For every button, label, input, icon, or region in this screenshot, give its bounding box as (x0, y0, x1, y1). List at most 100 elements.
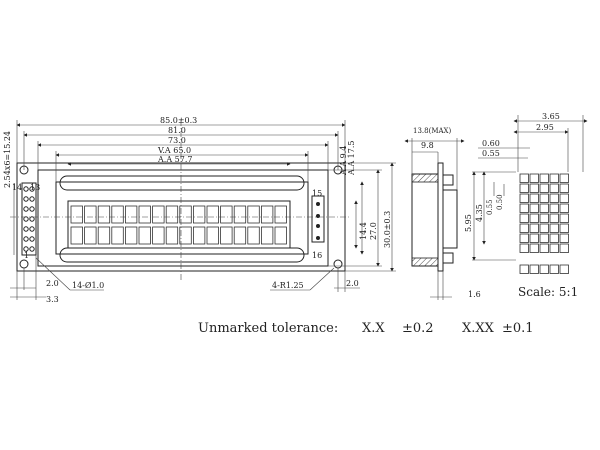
dot-cell (539, 193, 549, 203)
character-cell (125, 205, 138, 224)
character-grid (70, 205, 287, 245)
side-pin (442, 252, 454, 264)
pin-hole (23, 196, 29, 202)
dim-width-73: 73.0 (168, 136, 186, 145)
character-cell (247, 205, 260, 224)
character-cell (152, 226, 165, 245)
dim-row-size: 0.50 (496, 194, 504, 210)
dim-radius-spec: 4-R1.25 (272, 281, 304, 290)
character-cell (274, 226, 287, 245)
pin-header-left (21, 182, 37, 256)
character-cell (97, 226, 111, 245)
character-cell (260, 205, 274, 224)
character-cell (233, 205, 247, 224)
side-backlight (442, 189, 458, 249)
dim-char-width: 2.95 (536, 123, 554, 132)
dot-cell (549, 203, 559, 213)
dim-left-offset-20: 2.0 (46, 279, 59, 288)
dim-dot-size: 0.55 (482, 149, 500, 158)
tolerance-x: X.X (362, 321, 385, 336)
character-cell (274, 205, 287, 224)
pin-hole (29, 246, 35, 252)
side-view: 13.8(MAX) 9.8 1.6 (404, 127, 481, 300)
dot-cell (529, 233, 539, 243)
dim-left-offset-33: 3.3 (46, 295, 59, 304)
dot-cell (519, 233, 529, 243)
dot-cell (539, 203, 549, 213)
dot-cell (529, 223, 539, 233)
dim-overall-height: 30.0±0.3 (383, 211, 392, 248)
tolerance-x-value: ±0.2 (402, 321, 434, 336)
pin14-marker: 14 (12, 183, 22, 192)
cursor-dot (559, 264, 569, 274)
dim-pin-pitch: 2.54x6=15.24 (3, 131, 12, 188)
dim-aa-height: A.A 9.4 (339, 146, 348, 176)
dim-width-81: 81.0 (168, 126, 186, 135)
character-cell (233, 226, 247, 245)
dim-height-270: 27.0 (369, 222, 378, 240)
dot-cell (519, 183, 529, 193)
side-glass-top (411, 173, 439, 183)
character-cell (84, 226, 97, 245)
pin-hole (23, 226, 29, 232)
dim-va-height: A.A 17.5 (347, 141, 356, 176)
dim-hole-spec: 14-Ø1.0 (72, 281, 104, 290)
pin-hole (29, 186, 35, 192)
dim-overall-width: 85.0±0.3 (160, 116, 197, 125)
tolerance-note: Unmarked tolerance: X.X ±0.2 X.XX ±0.1 (198, 321, 534, 336)
side-bezel (411, 173, 439, 267)
character-cell (138, 205, 151, 224)
pin16-label: 16 (312, 251, 322, 260)
pin-hole (29, 226, 35, 232)
dot-cell (529, 193, 539, 203)
viewing-area (55, 181, 309, 255)
cursor-dot (549, 264, 559, 274)
pin-hole (23, 236, 29, 242)
dot-cell (529, 203, 539, 213)
pin-hole (23, 206, 29, 212)
tolerance-xx-value: ±0.1 (502, 321, 534, 336)
dot-cell (519, 213, 529, 223)
pin-hole (23, 186, 29, 192)
dot-cell (549, 223, 559, 233)
dot-cell (519, 193, 529, 203)
dot-cell (549, 193, 559, 203)
dot-cell (559, 183, 569, 193)
bezel-inner-strip (59, 247, 305, 263)
dim-va-width: V.A 65.0 (157, 146, 191, 155)
dim-aa-width: A.A 57.7 (157, 155, 192, 164)
character-cell (70, 226, 83, 245)
pin-hole (29, 206, 35, 212)
dot-cell (549, 233, 559, 243)
dot-cell (559, 243, 569, 253)
dot-cell (539, 243, 549, 253)
dot-cell (539, 223, 549, 233)
pin1-marker: 1 (24, 251, 29, 260)
character-cell (206, 205, 219, 224)
side-glass-bottom (411, 257, 439, 267)
dot-cell (519, 173, 529, 183)
pin-hole (29, 236, 35, 242)
character-cell (179, 205, 192, 224)
dim-right-offset-20: 2.0 (346, 279, 359, 288)
dot-cell (529, 213, 539, 223)
character-cell (84, 205, 97, 224)
pin-header-right (311, 195, 325, 243)
right-dimensions: A.A 9.4 A.A 17.5 14.4 27.0 30.0±0.3 (328, 141, 396, 272)
dot-cell (559, 213, 569, 223)
dot-cell (529, 243, 539, 253)
cursor-dot (519, 264, 529, 274)
scale-note: Scale: 5:1 (518, 285, 578, 299)
dot-cell (539, 183, 549, 193)
dot-cell (549, 243, 559, 253)
dim-height-435: 4.35 (475, 204, 484, 222)
pin-hole (23, 246, 29, 252)
dot-cell (529, 173, 539, 183)
dot-cell (559, 233, 569, 243)
pin15-label: 15 (312, 189, 322, 198)
dim-side-depth: 9.8 (421, 141, 434, 150)
dot-cell (529, 183, 539, 193)
dot-cell (559, 193, 569, 203)
top-dimensions: 85.0±0.3 81.0 73.0 V.A 65.0 A.A 57.7 (16, 116, 346, 182)
cursor-dot (529, 264, 539, 274)
